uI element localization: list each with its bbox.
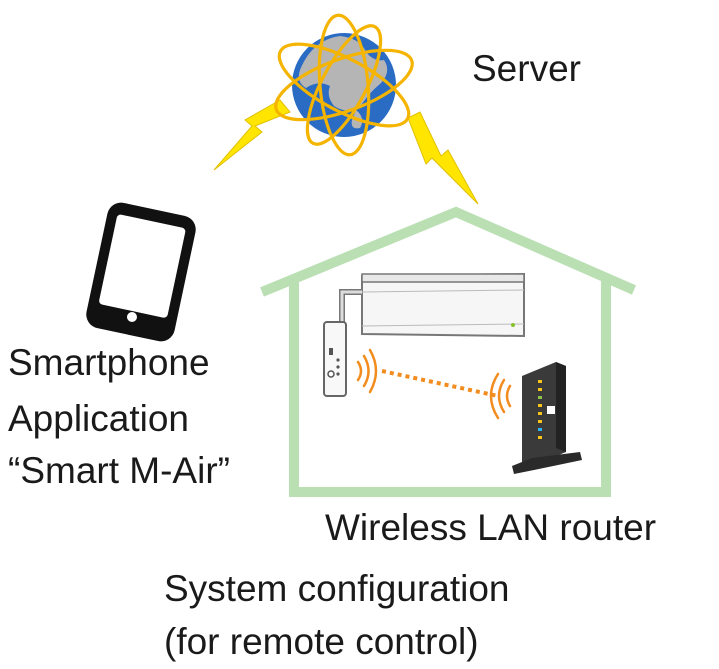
smartphone-label-line2: Application <box>8 398 190 439</box>
router-icon <box>512 362 582 474</box>
smartphone-label-line3: “Smart M-Air” <box>8 450 230 491</box>
router-label: Wireless LAN router <box>325 507 657 548</box>
wireless-adapter-icon <box>323 321 347 397</box>
smartphone-icon <box>86 202 196 342</box>
server-label: Server <box>472 48 581 89</box>
house-outline-icon <box>260 206 637 497</box>
caption-line1: System configuration <box>164 568 510 609</box>
lightning-icon <box>407 111 479 205</box>
globe-icon <box>274 13 414 157</box>
smartphone-label-line1: Smartphone <box>8 342 210 383</box>
lightning-icon <box>213 99 291 171</box>
caption-line2: (for remote control) <box>164 621 479 662</box>
wifi-wave-icon <box>489 372 512 420</box>
signal-line <box>381 369 499 398</box>
air-conditioner-icon <box>339 272 525 338</box>
wifi-wave-icon <box>356 348 378 394</box>
